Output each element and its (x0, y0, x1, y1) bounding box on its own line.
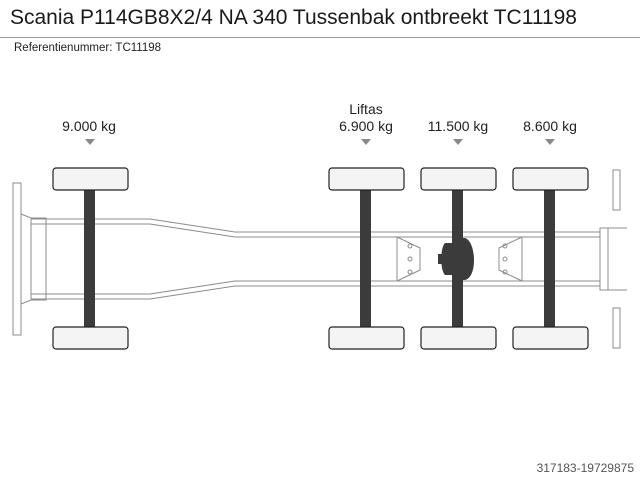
axle-2-weight-label: 6.900 kg (339, 118, 393, 134)
axle-2-liftas-label: Liftas (349, 101, 383, 117)
axle-3-tire-right (420, 326, 497, 350)
page-title: Scania P114GB8X2/4 NA 340 Tussenbak ontb… (10, 6, 577, 29)
weight-arrows (85, 139, 555, 145)
axle-4-shaft (544, 190, 555, 327)
axles (84, 190, 555, 327)
axle-1-tire-right (52, 326, 129, 350)
axle-3-shaft (452, 190, 463, 327)
axle-2-shaft (360, 190, 371, 327)
axle-2-tire-right (328, 326, 405, 350)
frame-rails (30, 218, 601, 300)
axle-1-shaft (84, 190, 95, 327)
axle-2-tire-left (328, 167, 405, 191)
axle-3-tire-left (420, 167, 497, 191)
axle-4-arrow-icon (545, 139, 555, 145)
axle-4-weight-label: 8.600 kg (523, 118, 577, 134)
axle-4-tire-right (512, 326, 589, 350)
title-divider (0, 37, 640, 38)
axle-3-weight-label: 11.500 kg (427, 118, 489, 134)
axle-1-weight-label: 9.000 kg (62, 118, 116, 134)
axle-2-arrow-icon (361, 139, 371, 145)
axle-1-tire-left (52, 167, 129, 191)
axle-4-tire-left (512, 167, 589, 191)
front-bumper (12, 182, 47, 336)
reference-number: Referentienummer: TC11198 (14, 42, 162, 54)
footer-code: 317183-19729875 (536, 461, 634, 475)
tires (52, 167, 589, 350)
axle-3-arrow-icon (453, 139, 463, 145)
rear-end (599, 169, 627, 349)
axle-1-arrow-icon (85, 139, 95, 145)
